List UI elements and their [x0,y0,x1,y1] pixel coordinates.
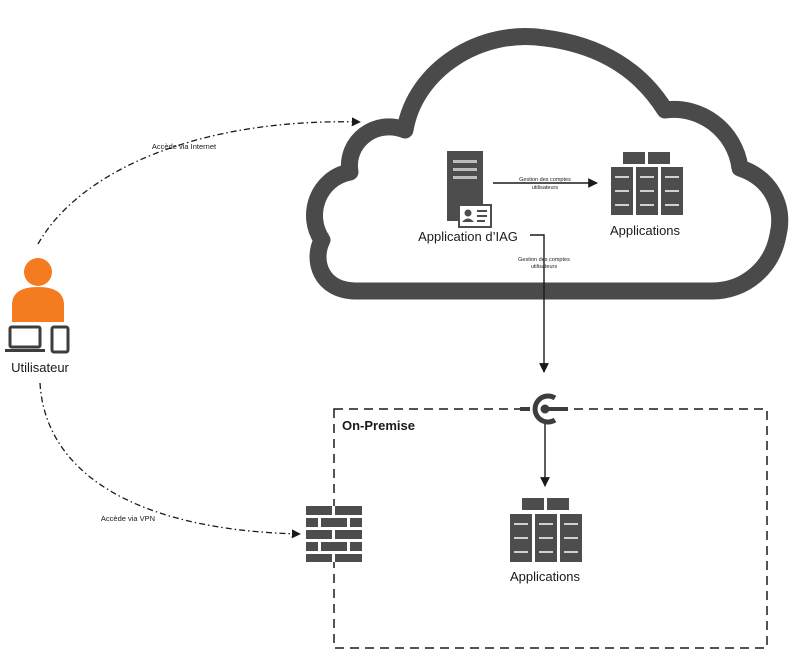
onprem-apps-label: Applications [510,569,581,584]
user-label: Utilisateur [11,360,69,375]
onprem-applications-server-icon [510,498,582,562]
cloud-apps-label: Applications [610,223,681,238]
mgmt-down-label-1: Gestion des comptes [518,257,570,263]
internet-label: Accède via Internet [152,142,217,151]
cloud-applications-server-icon [611,152,683,215]
on-premise-title: On-Premise [342,418,415,433]
connector-icon [520,393,568,425]
tablet-icon [50,325,70,354]
cloud-icon [306,28,789,300]
laptop-icon [5,325,45,352]
user-icon [12,258,64,322]
internet-link [37,117,361,245]
mgmt-down-label-2: utilisateurs [531,264,558,270]
iag-server-icon [447,151,492,228]
firewall-icon [306,506,362,562]
mgmt-arrow-down [530,234,549,373]
vpn-label: Accède via VPN [101,514,155,523]
mgmt-label-1: Gestion des comptes [519,177,571,183]
iag-app-label: Application d’IAG [418,229,518,244]
vpn-link [39,382,301,539]
mgmt-label-2: utilisateurs [532,185,559,191]
